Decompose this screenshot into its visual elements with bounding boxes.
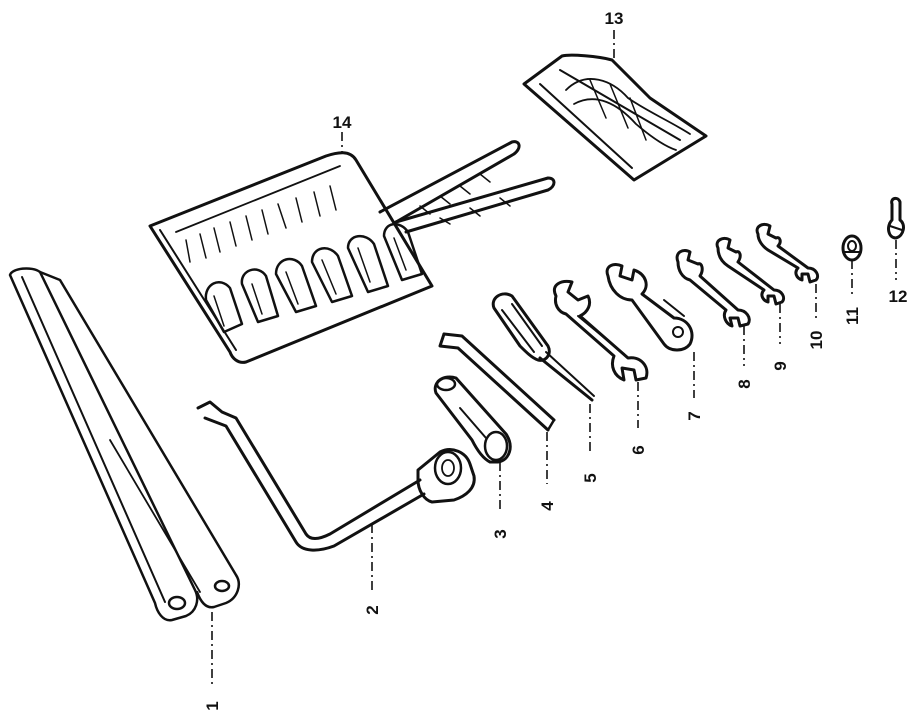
spanner-multi — [605, 262, 694, 352]
callout-2: 2 — [363, 605, 382, 614]
hex-key — [438, 332, 556, 432]
callout-13: 13 — [605, 9, 624, 28]
callout-12: 12 — [889, 287, 908, 306]
wrench-9 — [715, 236, 786, 306]
tool-roll — [148, 140, 556, 364]
callout-5: 5 — [581, 473, 600, 482]
screwdriver — [491, 292, 595, 402]
callout-4: 4 — [538, 501, 557, 511]
nut — [841, 234, 863, 262]
wrench-8 — [675, 248, 751, 328]
small-tool-bag — [522, 53, 708, 182]
callout-1: 1 — [203, 701, 222, 710]
callout-8: 8 — [735, 379, 754, 388]
callout-7: 7 — [685, 411, 704, 420]
callout-9: 9 — [771, 361, 790, 370]
callout-14: 14 — [333, 113, 352, 132]
wrench-large — [553, 280, 649, 382]
spark-plug-socket — [433, 375, 512, 464]
bolt — [887, 196, 905, 240]
callout-11: 11 — [843, 307, 862, 325]
callout-3: 3 — [491, 529, 510, 538]
wrench-10 — [755, 222, 820, 284]
callout-labels: 1 2 3 4 5 6 7 8 9 10 11 12 13 14 — [203, 9, 907, 711]
callout-10: 10 — [807, 331, 826, 350]
lug-wrench — [196, 400, 476, 552]
leader-lines — [211, 30, 897, 688]
tool-strap — [8, 267, 240, 622]
callout-6: 6 — [629, 445, 648, 454]
